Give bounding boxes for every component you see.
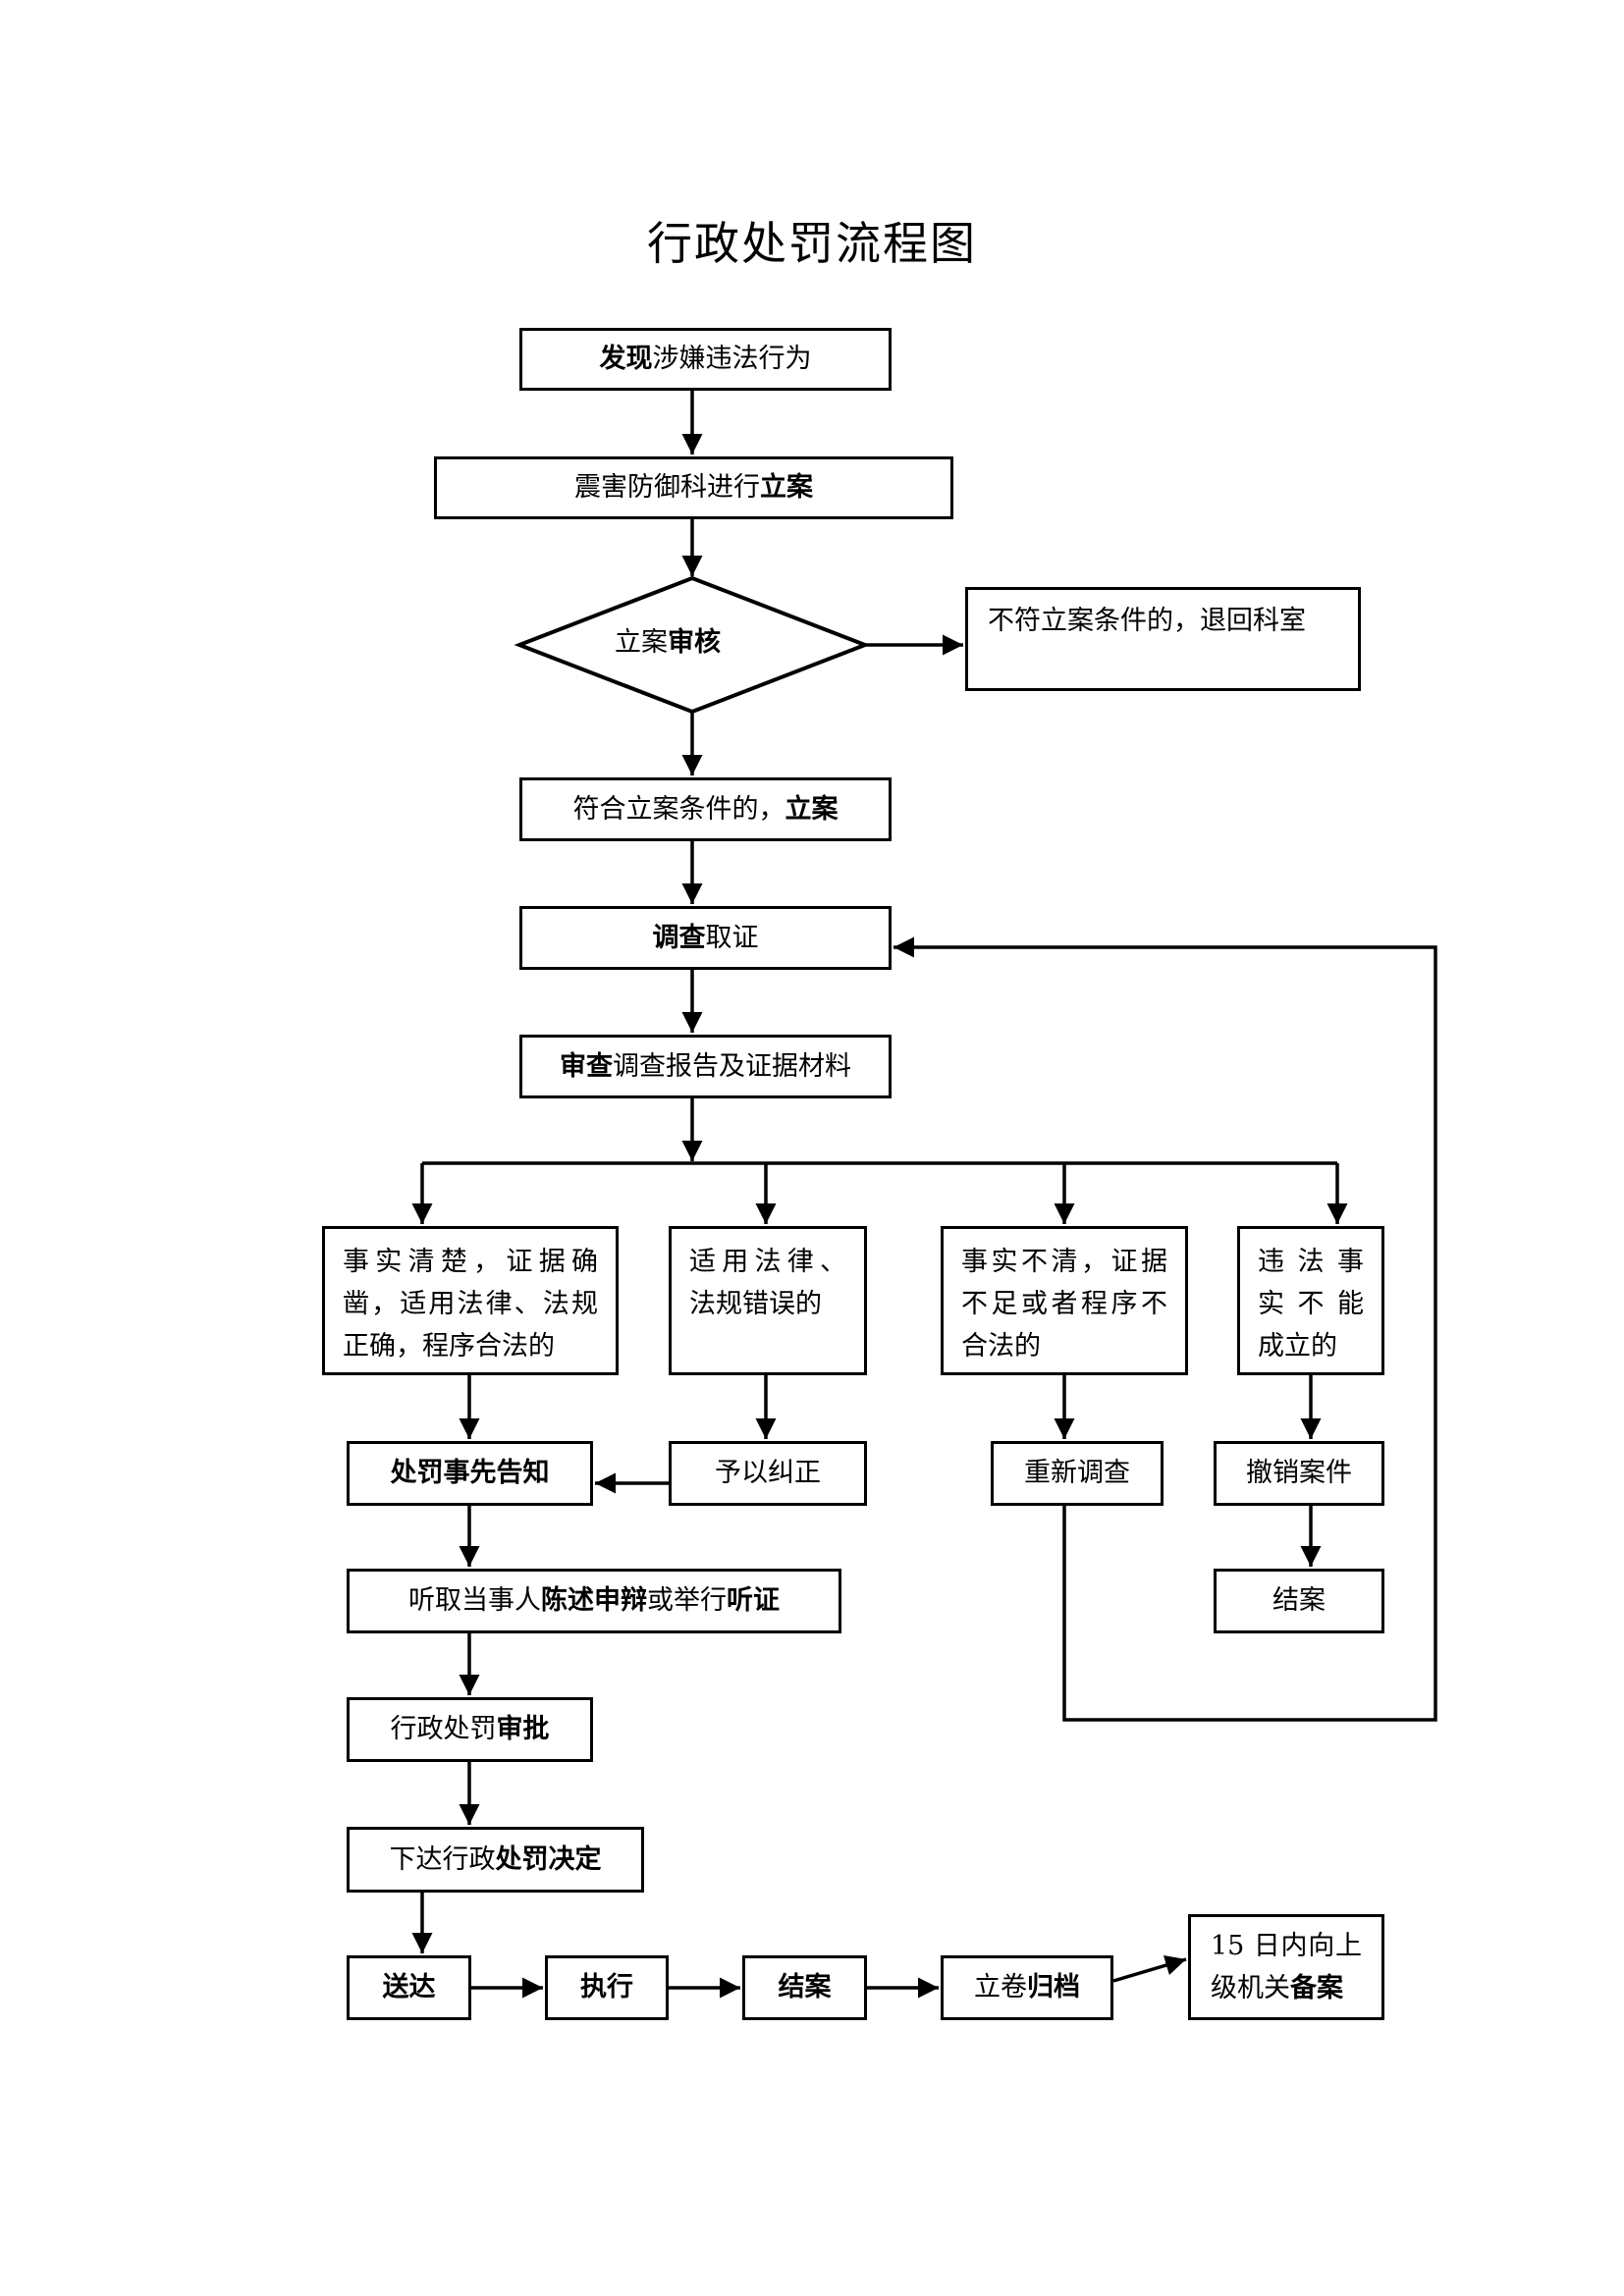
label-bold-segment: 立案 — [760, 472, 813, 504]
page-title: 行政处罚流程图 — [647, 217, 977, 270]
label-bold-segment: 审核 — [668, 627, 721, 659]
label-segment: 适用法律、法规错误的 — [689, 1247, 846, 1320]
label-segment: 重新调查 — [1024, 1458, 1130, 1489]
node-label: 予以纠正 — [715, 1452, 821, 1494]
node-archive: 立卷归档 — [941, 1955, 1113, 2020]
node-revoke: 撤销案件 — [1214, 1441, 1384, 1506]
label-bold-segment: 处罚决定 — [495, 1843, 602, 1875]
node-close-right: 结案 — [1214, 1569, 1384, 1633]
label-segment: 事实不清，证据不足或者程序不合法的 — [961, 1247, 1167, 1362]
node-file-case: 震害防御科进行立案 — [434, 456, 953, 519]
node-law-error: 适用法律、法规错误的 — [669, 1226, 867, 1375]
label-bold-segment: 审批 — [496, 1714, 550, 1745]
label-segment: 调查报告及证据材料 — [613, 1050, 851, 1082]
node-label: 立案审核 — [615, 621, 721, 664]
node-label: 震害防御科进行立案 — [574, 466, 813, 508]
label-segment: 撤销案件 — [1246, 1458, 1352, 1489]
node-prior-notice: 处罚事先告知 — [347, 1441, 593, 1506]
node-execute: 执行 — [545, 1955, 669, 2020]
node-decision: 下达行政处罚决定 — [347, 1827, 644, 1893]
node-label: 符合立案条件的，立案 — [573, 788, 839, 830]
label-segment: 下达行政 — [389, 1843, 496, 1875]
loop-reinvestigate-to-investigate — [893, 936, 1437, 1722]
node-label: 发现涉嫌违法行为 — [600, 338, 812, 380]
node-review-decision: 立案审核 — [569, 609, 766, 677]
node-label: 重新调查 — [1024, 1452, 1130, 1494]
node-label: 行政处罚审批 — [391, 1708, 550, 1750]
node-label: 事实不清，证据不足或者程序不合法的 — [961, 1241, 1167, 1368]
label-segment: 事实清楚，证据确凿，适用法律、法规正确，程序合法的 — [343, 1247, 598, 1362]
label-segment: 震害防御科进行 — [574, 472, 760, 504]
node-accept: 符合立案条件的，立案 — [519, 777, 892, 841]
node-label: 执行 — [580, 1966, 633, 2008]
node-label: 结案 — [779, 1966, 832, 2008]
label-bold-segment: 听证 — [727, 1585, 780, 1617]
node-label: 送达 — [383, 1966, 436, 2008]
node-label: 下达行政处罚决定 — [390, 1839, 602, 1881]
label-segment: 立案 — [615, 627, 668, 659]
label-bold-segment: 发现 — [599, 344, 653, 375]
node-reinvestigate: 重新调查 — [991, 1441, 1164, 1506]
node-label: 处罚事先告知 — [391, 1452, 550, 1494]
label-bold-segment: 执行 — [580, 1972, 633, 2003]
node-case-clear: 事实清楚，证据确凿，适用法律、法规正确，程序合法的 — [322, 1226, 619, 1375]
node-label: 结案 — [1272, 1579, 1326, 1622]
label-bold-segment: 审查 — [560, 1050, 613, 1082]
node-facts-unclear: 事实不清，证据不足或者程序不合法的 — [941, 1226, 1188, 1375]
label-segment: 行政处罚 — [390, 1714, 497, 1745]
label-segment: 不符立案条件的，退回科室 — [988, 606, 1306, 636]
label-segment: 听取当事人 — [408, 1585, 541, 1617]
node-correct: 予以纠正 — [669, 1441, 867, 1506]
label-bold-segment: 结案 — [778, 1972, 832, 2003]
label-bold-segment: 调查 — [652, 922, 706, 953]
node-deliver: 送达 — [347, 1955, 471, 2020]
label-segment: 立卷 — [974, 1972, 1027, 2003]
node-examine: 审查调查报告及证据材料 — [519, 1035, 892, 1098]
node-label: 违 法 事 实 不 能 成立的 — [1258, 1241, 1364, 1368]
node-label: 不符立案条件的，退回科室 — [988, 600, 1306, 642]
node-report: 15 日内向上级机关备案 — [1188, 1914, 1384, 2020]
label-bold-segment: 陈述申辩 — [541, 1585, 647, 1617]
node-label: 听取当事人陈述申辩或举行听证 — [408, 1579, 780, 1622]
node-label: 立卷归档 — [974, 1966, 1080, 2008]
label-segment: 结案 — [1272, 1585, 1326, 1617]
node-investigate: 调查取证 — [519, 906, 892, 970]
node-reject: 不符立案条件的，退回科室 — [965, 587, 1361, 691]
label-bold-segment: 立案 — [785, 793, 839, 825]
node-hearing: 听取当事人陈述申辩或举行听证 — [347, 1569, 841, 1633]
label-segment: 15 日内向上级机关 — [1211, 1931, 1362, 2004]
label-segment: 符合立案条件的， — [572, 793, 785, 825]
node-approval: 行政处罚审批 — [347, 1697, 593, 1762]
node-label: 调查取证 — [653, 917, 759, 959]
node-close: 结案 — [742, 1955, 867, 2020]
label-segment: 违 法 事 实 不 能 成立的 — [1258, 1247, 1364, 1362]
label-bold-segment: 归档 — [1027, 1972, 1080, 2003]
node-not-established: 违 法 事 实 不 能 成立的 — [1237, 1226, 1384, 1375]
arrow-archive-to-report — [1112, 1954, 1187, 1983]
node-label: 适用法律、法规错误的 — [689, 1241, 846, 1325]
label-segment: 涉嫌违法行为 — [652, 344, 812, 375]
node-label: 撤销案件 — [1246, 1452, 1352, 1494]
node-label: 事实清楚，证据确凿，适用法律、法规正确，程序合法的 — [343, 1241, 598, 1368]
label-bold-segment: 备案 — [1290, 1973, 1343, 2004]
label-bold-segment: 送达 — [382, 1972, 436, 2003]
label-segment: 取证 — [705, 922, 759, 953]
label-segment: 或举行 — [647, 1585, 727, 1617]
node-discover: 发现涉嫌违法行为 — [519, 328, 892, 391]
node-label: 15 日内向上级机关备案 — [1211, 1925, 1362, 2009]
node-label: 审查调查报告及证据材料 — [560, 1045, 851, 1088]
label-segment: 予以纠正 — [715, 1458, 821, 1489]
label-bold-segment: 处罚事先告知 — [390, 1458, 550, 1489]
